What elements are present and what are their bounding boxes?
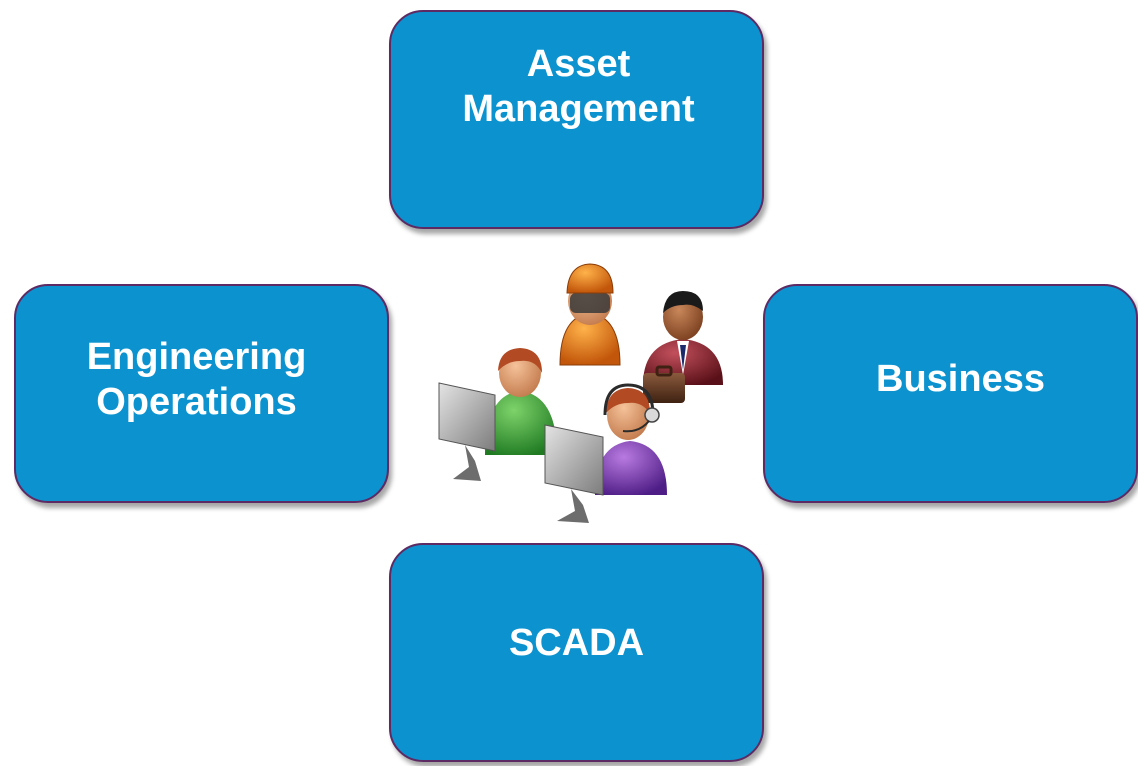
scada-box: SCADA (389, 543, 764, 762)
support-headset-icon (544, 383, 667, 523)
engineering-operations-label: Engineering Operations (86, 335, 307, 423)
people-group-icon (438, 263, 723, 523)
asset-management-label: Asset Management (462, 42, 695, 130)
businessman-briefcase-icon (643, 291, 723, 403)
scada-label: SCADA (508, 622, 645, 664)
business-box: Business (763, 284, 1138, 503)
engineering-operations-box: Engineering Operations (14, 284, 389, 503)
worker-hardhat-icon (559, 263, 621, 366)
operator-computer-icon (438, 348, 557, 481)
asset-management-box: Asset Management (389, 10, 764, 229)
business-label: Business (876, 358, 1045, 400)
